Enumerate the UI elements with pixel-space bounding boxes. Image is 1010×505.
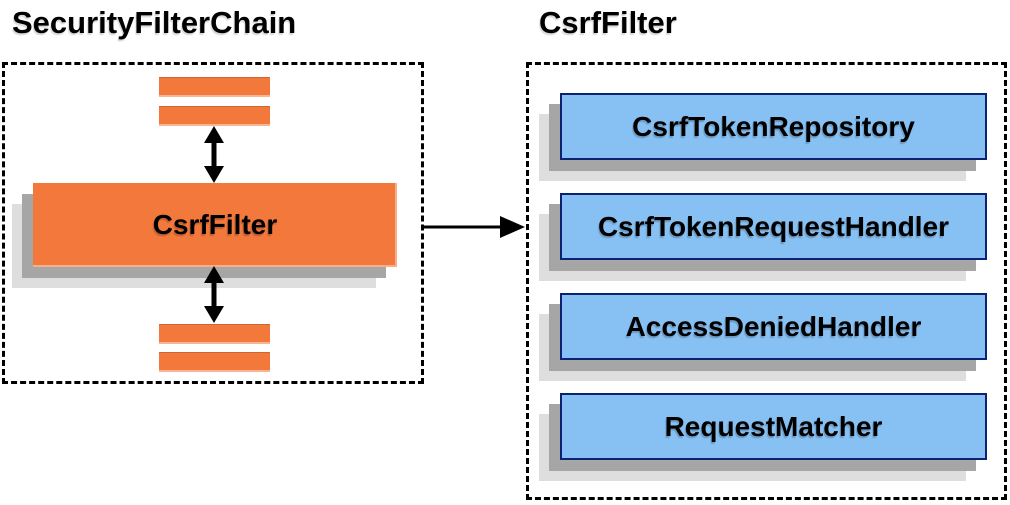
access-denied-handler-box: AccessDeniedHandler xyxy=(560,293,987,360)
component-box-group: AccessDeniedHandler xyxy=(539,293,989,383)
component-box-group: CsrfTokenRequestHandler xyxy=(539,193,989,283)
filter-placeholder-bar xyxy=(159,352,270,372)
double-arrow-icon xyxy=(204,266,224,323)
double-arrow-icon xyxy=(204,126,224,183)
csrf-filter-box-label: CsrfFilter xyxy=(152,209,278,240)
component-box-group: RequestMatcher xyxy=(539,393,989,483)
component-label: RequestMatcher xyxy=(664,410,883,442)
security-filter-chain-container xyxy=(2,62,424,384)
right-arrow-icon xyxy=(424,216,525,238)
csrf-filter-box: CsrfFilter xyxy=(33,183,397,267)
filter-placeholder-bar xyxy=(159,77,270,97)
component-label: AccessDeniedHandler xyxy=(625,310,922,342)
csrf-filter-container xyxy=(526,62,1007,500)
csrf-token-request-handler-box: CsrfTokenRequestHandler xyxy=(560,193,987,260)
request-matcher-box: RequestMatcher xyxy=(560,393,987,460)
component-label: CsrfTokenRepository xyxy=(632,110,915,142)
component-label: CsrfTokenRequestHandler xyxy=(597,210,950,242)
security-filter-chain-title: SecurityFilterChain xyxy=(12,5,297,40)
csrf-filter-title: CsrfFilter xyxy=(539,5,677,40)
component-box-group: CsrfTokenRepository xyxy=(539,93,989,183)
csrf-filter-box-group: CsrfFilter xyxy=(12,183,400,289)
filter-placeholder-bar xyxy=(159,106,270,126)
filter-placeholder-bar xyxy=(159,324,270,344)
csrf-token-repository-box: CsrfTokenRepository xyxy=(560,93,987,160)
